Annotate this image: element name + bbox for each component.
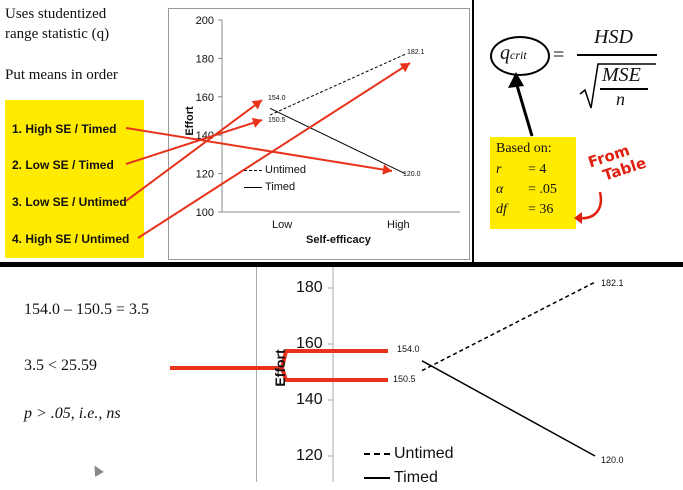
bottom-point-label-120: 120.0 — [601, 455, 624, 465]
arrow-bottom-lower — [170, 366, 388, 382]
equation-difference: 154.0 – 150.5 = 3.5 — [24, 301, 150, 318]
top-right-divider — [472, 0, 474, 262]
qcrit-pointer-arrow — [508, 72, 534, 137]
top-y-tick-label: 200 — [196, 15, 214, 27]
bottom-chart-frame-left — [256, 267, 257, 482]
formula-denominator-bottom: n — [616, 89, 625, 109]
formula-numerator: HSD — [594, 26, 633, 48]
intro-line-2: range statistic (q) — [5, 26, 110, 42]
top-series-line-timed — [269, 107, 406, 175]
from-table-arrow — [574, 191, 603, 224]
bottom-chart — [170, 267, 596, 482]
q-crit-circle — [490, 36, 550, 76]
based-on-title: Based on: — [496, 141, 552, 156]
condition-4: 4. High SE / Untimed — [12, 232, 130, 246]
condition-1: 1. High SE / Timed — [12, 122, 117, 136]
formula-denominator-top: MSE — [602, 64, 641, 86]
param-df-sym: df — [496, 202, 507, 217]
top-point-label-120: 120.0 — [403, 171, 421, 178]
top-point-label-182: 182.1 — [407, 49, 425, 56]
conditions-highlight-box — [5, 100, 144, 258]
condition-3: 3. Low SE / Untimed — [12, 195, 127, 209]
top-y-tick-label: 120 — [196, 169, 214, 181]
top-x-tick-high: High — [387, 219, 410, 231]
arrow-low-se-timed-head — [251, 117, 262, 128]
arrow-high-se-timed-head — [382, 164, 392, 175]
bottom-point-label-182: 182.1 — [601, 278, 624, 288]
bottom-ytick-160: 160 — [296, 335, 323, 352]
equation-conclusion: p > .05, i.e., ns — [24, 405, 121, 422]
top-y-tick-label: 160 — [196, 92, 214, 104]
arrow-low-se-timed — [125, 119, 263, 165]
horizontal-divider — [0, 262, 683, 267]
top-y-tick-label: 180 — [196, 53, 214, 65]
top-x-tick-low: Low — [272, 219, 293, 231]
param-r-sym: r — [496, 162, 502, 177]
bottom-legend-untimed: Untimed — [364, 442, 454, 466]
top-left-panel: Uses studentized range statistic (q) Put… — [0, 0, 166, 262]
fraction-bar — [577, 54, 657, 56]
arrow-high-se-timed — [125, 127, 393, 172]
bottom-point-label-150: 150.5 — [393, 374, 416, 384]
bottom-legend-timed: Timed — [364, 466, 454, 490]
param-alpha-sym: α — [496, 182, 504, 197]
param-alpha-val: = .05 — [528, 182, 557, 197]
bottom-series-line-timed — [421, 360, 596, 457]
arrow-low-se-untimed-head — [251, 100, 262, 110]
top-point-label-154: 154.0 — [268, 95, 286, 102]
top-y-tick-label: 100 — [196, 207, 214, 219]
bottom-series-line-untimed — [421, 281, 596, 372]
equals-sign: = — [553, 44, 565, 66]
top-series-line-untimed — [269, 53, 406, 116]
arrow-low-se-untimed — [125, 99, 263, 202]
bottom-legend: Untimed Timed — [364, 442, 454, 490]
top-legend: Untimed Timed — [244, 162, 306, 196]
top-legend-timed: Timed — [244, 179, 306, 196]
top-legend-untimed: Untimed — [244, 162, 306, 179]
bottom-ytick-180: 180 — [296, 279, 323, 296]
bottom-ytick-120: 120 — [296, 447, 323, 464]
top-point-label-150: 150.5 — [268, 117, 286, 124]
arrow-high-se-untimed-head — [399, 63, 410, 73]
intro-line-1: Uses studentized — [5, 6, 107, 22]
intro-line-3: Put means in order — [5, 67, 118, 83]
bottom-y-label: Effort — [272, 349, 288, 387]
based-on-box: Based on: r = 4 α = .05 df = 36 — [490, 137, 576, 229]
param-r-val: = 4 — [528, 162, 547, 177]
q-crit-symbol: qcrit — [500, 42, 527, 64]
bottom-point-label-154: 154.0 — [397, 344, 420, 354]
bottom-left-panel: 154.0 – 150.5 = 3.5 3.5 < 25.59 p > .05,… — [0, 267, 683, 482]
top-x-label: Self-efficacy — [306, 234, 371, 246]
condition-2: 2. Low SE / Timed — [12, 158, 114, 172]
inner-fraction-bar — [600, 88, 648, 90]
bottom-ytick-140: 140 — [296, 391, 323, 408]
top-y-label: Effort — [184, 106, 196, 136]
sqrt-sign — [579, 63, 656, 109]
param-df-val: = 36 — [528, 202, 554, 217]
equation-comparison: 3.5 < 25.59 — [24, 357, 98, 374]
arrow-high-se-untimed — [137, 62, 411, 239]
formula-panel: qcrit = HSD MSE n — [474, 0, 683, 262]
